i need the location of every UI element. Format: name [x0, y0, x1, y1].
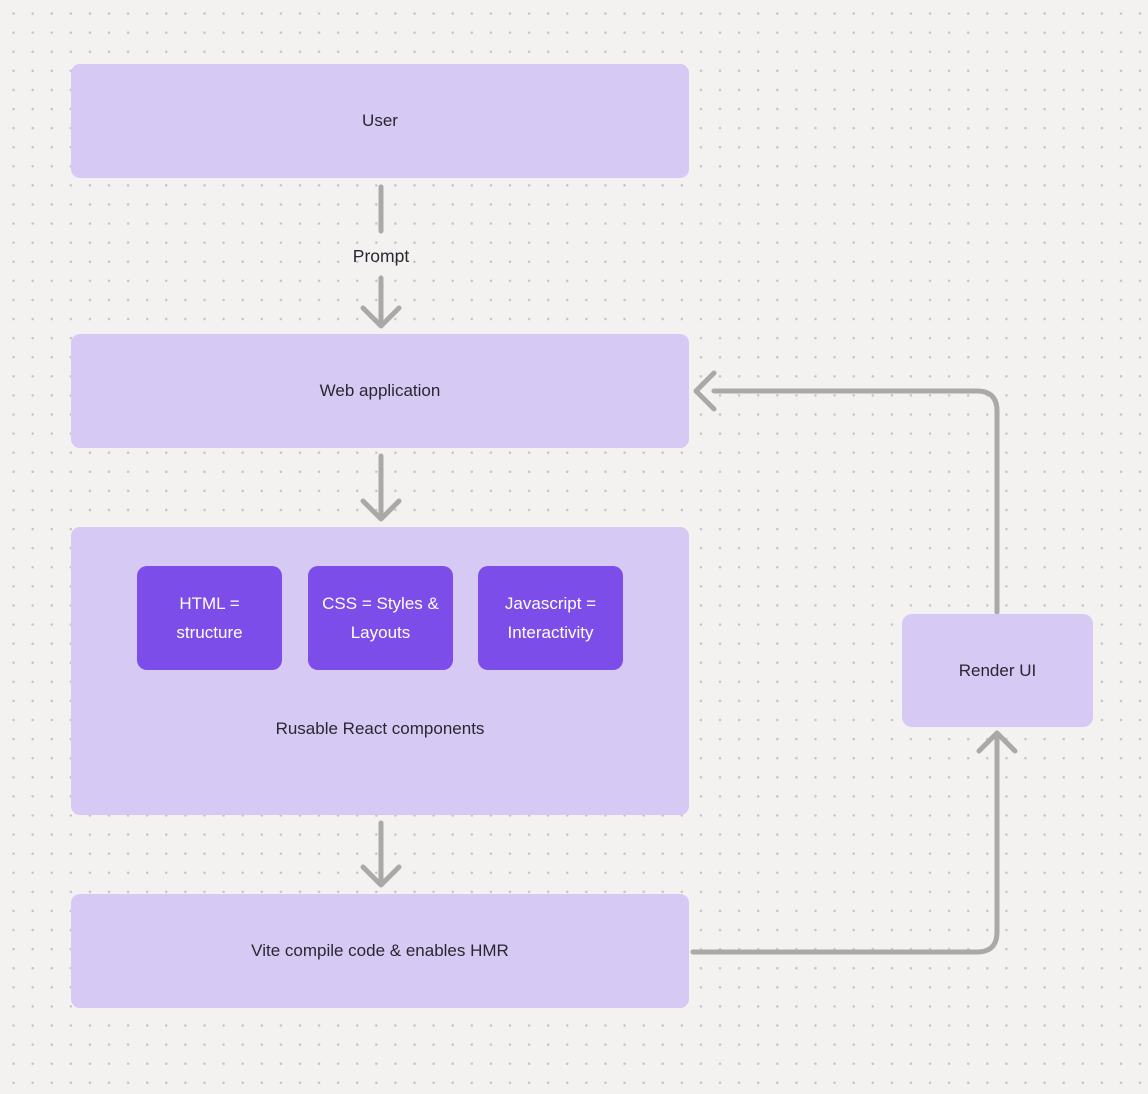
node-user[interactable]: User: [71, 64, 689, 178]
card-html-label: HTML = structure: [176, 594, 243, 642]
node-web-application-label: Web application: [319, 381, 441, 400]
arrowhead-down-icon: [360, 305, 402, 329]
node-components-group[interactable]: HTML = structure CSS = Styles & Layouts …: [71, 527, 689, 815]
card-css-label: CSS = Styles & Layouts: [322, 594, 439, 642]
card-javascript-label: Javascript = Interactivity: [504, 594, 597, 642]
node-render-ui-label: Render UI: [958, 660, 1037, 680]
connector-label-prompt[interactable]: Prompt: [352, 246, 410, 266]
node-vite[interactable]: Vite compile code & enables HMR: [71, 894, 689, 1008]
arrowhead-down-icon: [360, 498, 402, 522]
connector-vite-to-renderui[interactable]: [690, 730, 1018, 955]
node-components-group-label: Rusable React components: [275, 719, 485, 738]
card-javascript[interactable]: Javascript = Interactivity: [478, 566, 623, 670]
connector-renderui-to-webapp[interactable]: [693, 370, 1000, 615]
arrowhead-down-icon: [360, 864, 402, 888]
card-css[interactable]: CSS = Styles & Layouts: [308, 566, 453, 670]
node-vite-label: Vite compile code & enables HMR: [251, 941, 509, 960]
arrowhead-left-icon: [693, 370, 717, 412]
node-web-application[interactable]: Web application: [71, 334, 689, 448]
card-html[interactable]: HTML = structure: [137, 566, 282, 670]
connector-components-to-vite[interactable]: [360, 820, 402, 888]
connector-webapp-to-components[interactable]: [360, 453, 402, 522]
node-user-label: User: [362, 111, 398, 130]
node-render-ui[interactable]: Render UI: [902, 614, 1093, 727]
connector-prompt-to-webapp[interactable]: [360, 275, 402, 329]
arrowhead-up-icon: [976, 730, 1018, 754]
